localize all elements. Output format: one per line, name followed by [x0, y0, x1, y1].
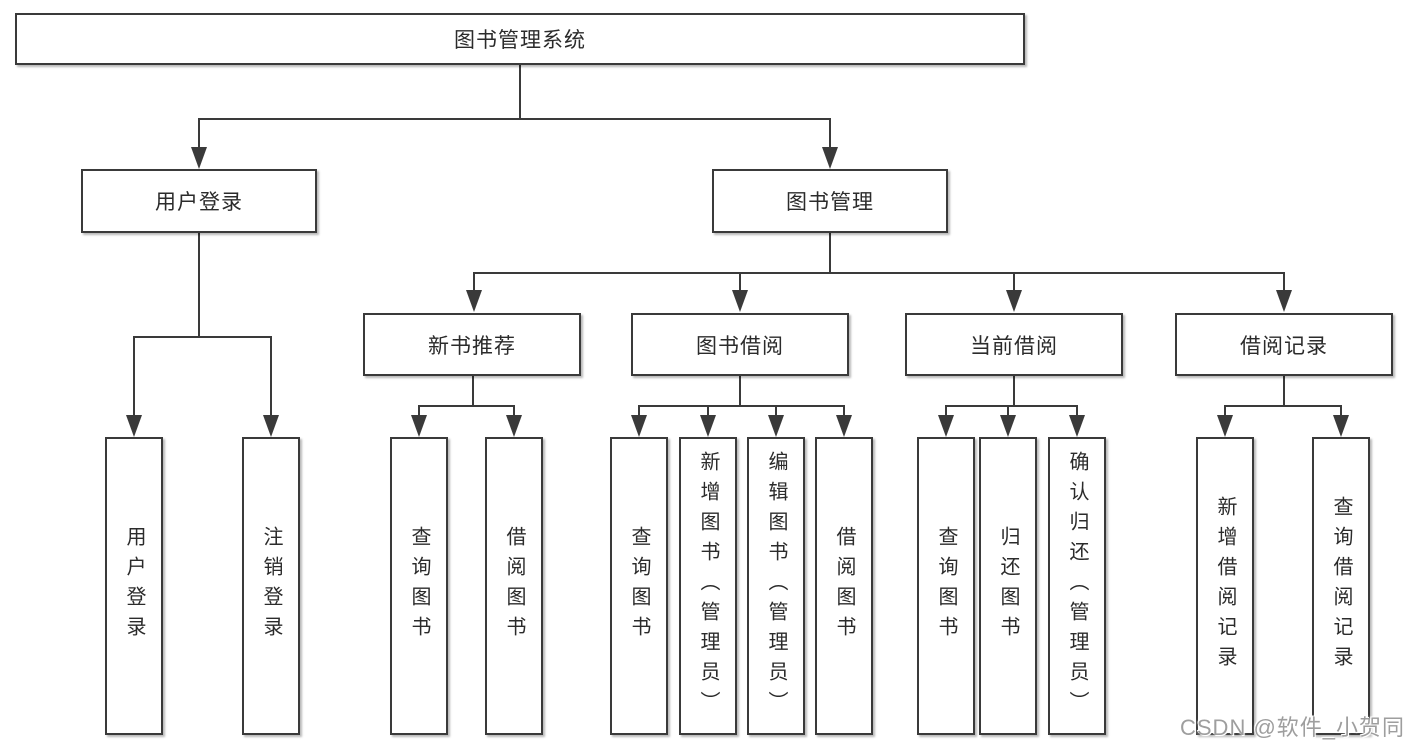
leaf-label: 编辑图书（管理员） — [765, 451, 787, 721]
connector-line — [133, 336, 272, 338]
arrow-down-icon — [1006, 290, 1022, 312]
node-new-book-recommendation: 新书推荐 — [363, 313, 581, 376]
arrow-down-icon — [1217, 415, 1233, 437]
connector-line — [638, 407, 640, 417]
leaf-label: 查询借阅记录 — [1330, 496, 1352, 676]
node-book-management: 图书管理 — [712, 169, 948, 233]
leaf-query-books: 查询图书 — [917, 437, 975, 735]
leaf-query-books: 查询图书 — [390, 437, 448, 735]
connector-line — [133, 338, 135, 416]
leaf-query-borrow-record: 查询借阅记录 — [1312, 437, 1370, 735]
leaf-label: 借阅图书 — [503, 526, 525, 646]
arrow-down-icon — [1000, 415, 1016, 437]
leaf-borrow-books: 借阅图书 — [815, 437, 873, 735]
leaf-label: 新增图书（管理员） — [697, 451, 719, 721]
leaf-add-books-admin: 新增图书（管理员） — [679, 437, 737, 735]
leaf-label: 归还图书 — [997, 526, 1019, 646]
node-book-borrowing: 图书借阅 — [631, 313, 849, 376]
connector-line — [843, 407, 845, 417]
arrow-down-icon — [466, 290, 482, 312]
watermark: CSDN @软件_小贺同学 — [1180, 715, 1405, 740]
connector-line — [198, 118, 831, 120]
connector-line — [198, 233, 200, 336]
connector-line — [418, 405, 515, 407]
arrow-down-icon — [1333, 415, 1349, 437]
arrow-down-icon — [700, 415, 716, 437]
arrow-down-icon — [126, 415, 142, 437]
leaf-return-books: 归还图书 — [979, 437, 1037, 735]
leaf-add-borrow-record: 新增借阅记录 — [1196, 437, 1254, 735]
connector-line — [1013, 274, 1015, 292]
connector-line — [638, 405, 845, 407]
node-user-login: 用户登录 — [81, 169, 317, 233]
connector-line — [739, 274, 741, 292]
connector-line — [1076, 407, 1078, 417]
node-current-borrowing: 当前借阅 — [905, 313, 1123, 376]
arrow-down-icon — [1276, 290, 1292, 312]
arrow-down-icon — [263, 415, 279, 437]
leaf-label: 确认归还（管理员） — [1066, 451, 1088, 721]
connector-line — [513, 407, 515, 417]
leaf-edit-books-admin: 编辑图书（管理员） — [747, 437, 805, 735]
arrow-down-icon — [506, 415, 522, 437]
connector-line — [473, 274, 475, 292]
arrow-down-icon — [938, 415, 954, 437]
connector-line — [775, 407, 777, 417]
connector-line — [1013, 376, 1015, 406]
leaf-borrow-books: 借阅图书 — [485, 437, 543, 735]
connector-line — [829, 233, 831, 272]
node-borrowing-records: 借阅记录 — [1175, 313, 1393, 376]
leaf-label: 查询图书 — [408, 526, 430, 646]
arrow-down-icon — [836, 415, 852, 437]
connector-line — [198, 120, 200, 150]
arrow-down-icon — [411, 415, 427, 437]
leaf-query-books: 查询图书 — [610, 437, 668, 735]
arrow-down-icon — [1069, 415, 1085, 437]
connector-line — [829, 120, 831, 150]
connector-line — [270, 338, 272, 416]
leaf-label: 查询图书 — [935, 526, 957, 646]
connector-line — [945, 407, 947, 417]
node-library-management-system: 图书管理系统 — [15, 13, 1025, 65]
connector-line — [418, 407, 420, 417]
leaf-label: 借阅图书 — [833, 526, 855, 646]
arrow-down-icon — [631, 415, 647, 437]
leaf-label: 用户登录 — [123, 526, 145, 646]
connector-line — [472, 376, 474, 406]
connector-line — [1007, 407, 1009, 417]
connector-line — [1340, 407, 1342, 417]
arrow-down-icon — [191, 147, 207, 169]
connector-line — [739, 376, 741, 406]
connector-line — [707, 407, 709, 417]
leaf-confirm-return-admin: 确认归还（管理员） — [1048, 437, 1106, 735]
leaf-user-login: 用户登录 — [105, 437, 163, 735]
leaf-logout: 注销登录 — [242, 437, 300, 735]
connector-line — [519, 65, 521, 118]
connector-line — [1283, 376, 1285, 406]
leaf-label: 注销登录 — [260, 526, 282, 646]
arrow-down-icon — [822, 147, 838, 169]
arrow-down-icon — [732, 290, 748, 312]
connector-line — [1224, 405, 1342, 407]
connector-line — [473, 272, 1285, 274]
leaf-label: 新增借阅记录 — [1214, 496, 1236, 676]
connector-line — [1283, 274, 1285, 292]
connector-line — [1224, 407, 1226, 417]
connector-line — [945, 405, 1078, 407]
arrow-down-icon — [768, 415, 784, 437]
leaf-label: 查询图书 — [628, 526, 650, 646]
